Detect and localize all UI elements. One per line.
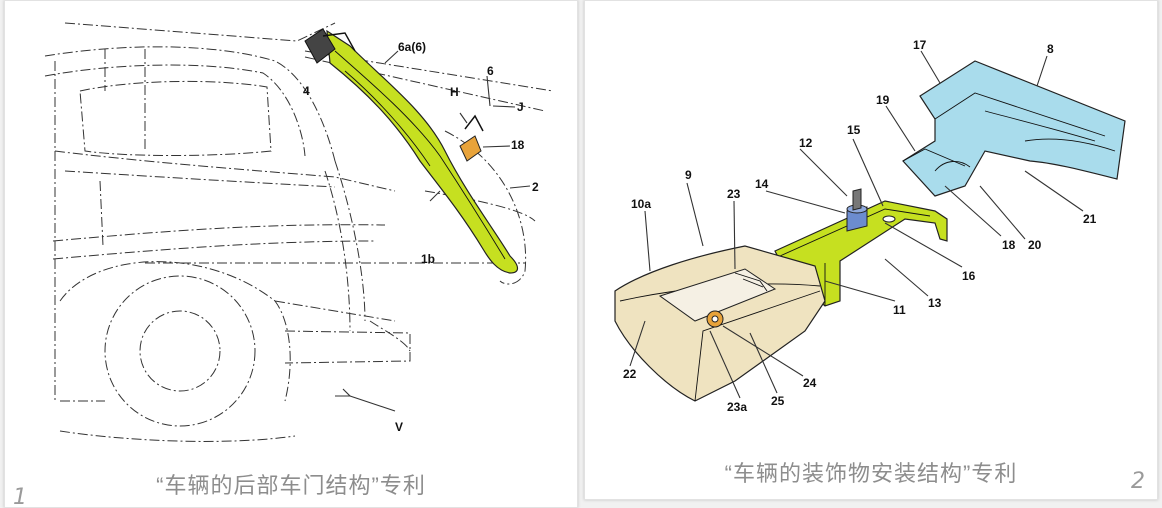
label-11: 11 bbox=[893, 303, 906, 317]
rear-door-patent-drawing: 4 6a(6) 6 H J 18 2 1b V bbox=[44, 22, 554, 442]
label-19: 19 bbox=[876, 93, 890, 107]
label-17: 17 bbox=[913, 38, 927, 52]
label-1b: 1b bbox=[421, 252, 435, 266]
label-23a: 23a bbox=[727, 400, 747, 414]
label-H: H bbox=[450, 85, 459, 99]
label-12: 12 bbox=[799, 136, 813, 150]
label-23: 23 bbox=[727, 187, 741, 201]
figure-panel-trim-mount: 17 8 19 12 15 14 9 10a 23 16 11 13 18 20… bbox=[584, 0, 1158, 500]
label-25: 25 bbox=[771, 394, 785, 408]
figure-number: 1 bbox=[13, 485, 27, 508]
label-10a: 10a bbox=[631, 197, 651, 211]
figure-panel-rear-door: 4 6a(6) 6 H J 18 2 1b V “车辆的后部车门结构”专利 1 bbox=[4, 0, 578, 508]
label-21: 21 bbox=[1083, 212, 1097, 226]
label-20: 20 bbox=[1028, 238, 1042, 252]
label-2: 2 bbox=[532, 180, 539, 194]
label-18: 18 bbox=[1002, 238, 1016, 252]
figure-caption: “车辆的后部车门结构”专利 bbox=[156, 473, 426, 498]
label-24: 24 bbox=[803, 376, 817, 390]
figure-number: 2 bbox=[1131, 469, 1145, 494]
label-18: 18 bbox=[511, 138, 525, 152]
trim-mount-patent-drawing: 17 8 19 12 15 14 9 10a 23 16 11 13 18 20… bbox=[614, 38, 1126, 414]
label-16: 16 bbox=[962, 269, 976, 283]
label-V: V bbox=[395, 420, 403, 434]
label-15: 15 bbox=[847, 123, 861, 137]
label-J: J bbox=[517, 100, 524, 114]
label-6a: 6a(6) bbox=[398, 40, 426, 54]
label-22: 22 bbox=[623, 367, 637, 381]
label-13: 13 bbox=[928, 296, 942, 310]
label-14: 14 bbox=[755, 177, 769, 191]
label-6: 6 bbox=[487, 64, 494, 78]
label-9: 9 bbox=[685, 168, 692, 182]
label-8: 8 bbox=[1047, 42, 1054, 56]
figure-caption: “车辆的装饰物安装结构”专利 bbox=[724, 461, 1018, 486]
label-4: 4 bbox=[303, 84, 310, 98]
